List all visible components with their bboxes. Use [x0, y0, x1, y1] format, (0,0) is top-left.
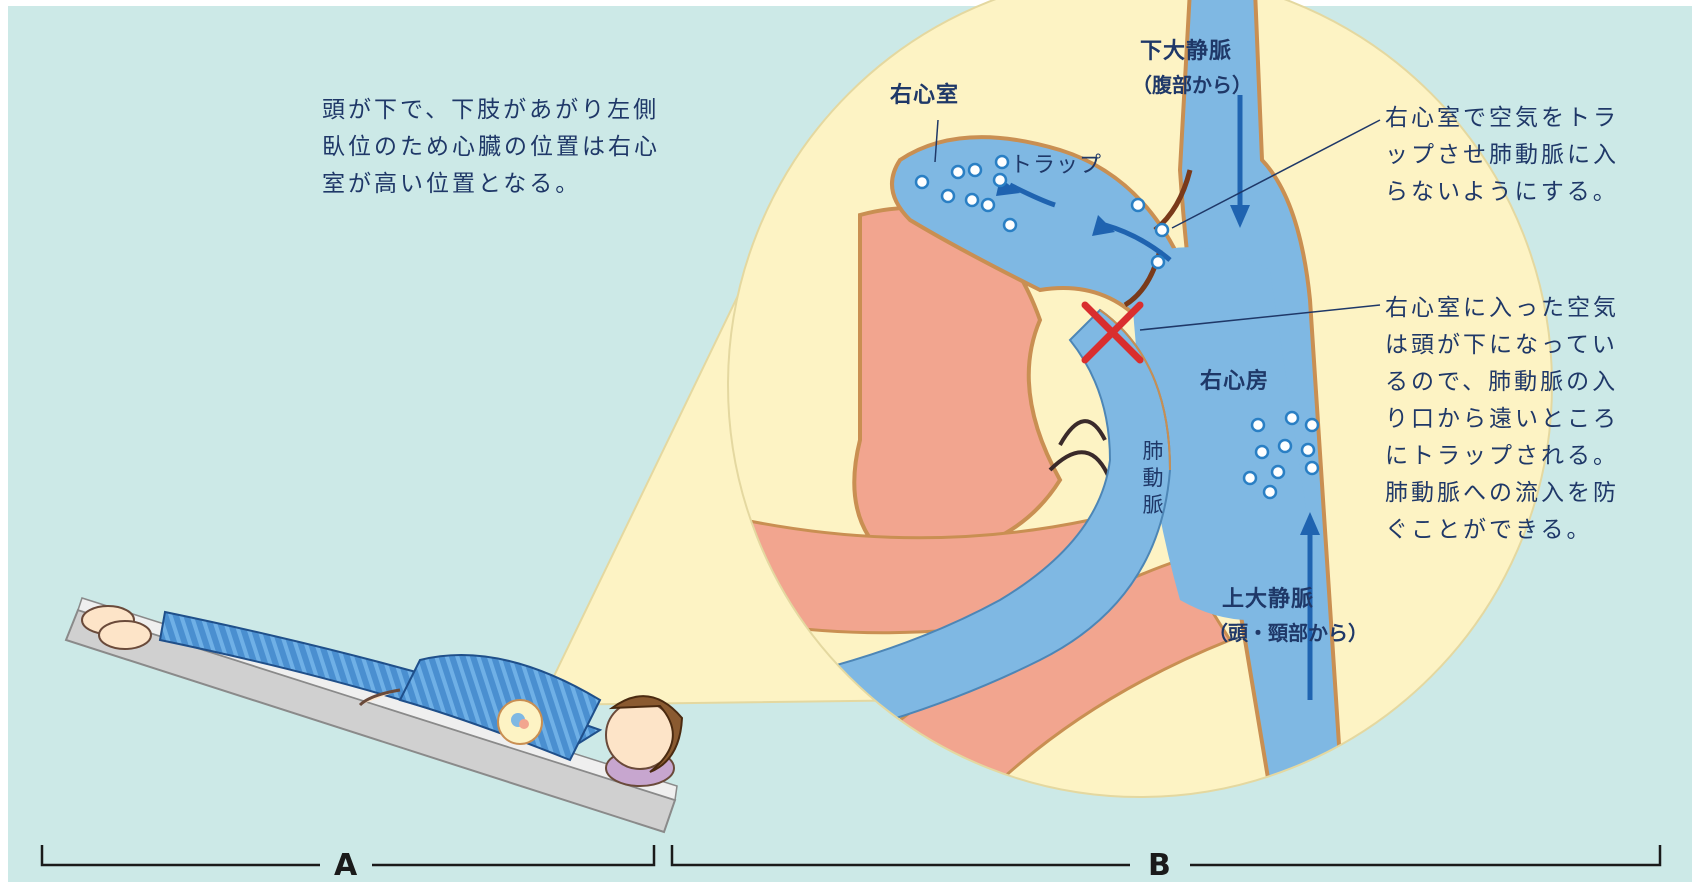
- section-label-b: B: [1148, 848, 1171, 883]
- label-right-atrium: 右心房: [1200, 369, 1270, 394]
- leader-lines: [934, 119, 1381, 331]
- air-bubbles: [914, 154, 1320, 500]
- label-svc-sub: （頭・頸部から）: [1208, 621, 1368, 645]
- section-label-a: A: [334, 848, 358, 883]
- label-ivc: 下大静脈: [1140, 39, 1233, 64]
- patient-figure: [81, 605, 684, 787]
- label-ivc-sub: （腹部から）: [1132, 73, 1252, 97]
- note-right-bottom: 右心室に入った空気 は頭が下になってい るので、肺動脈の入 り口から遠いところ …: [1385, 295, 1619, 543]
- label-svc: 上大静脈: [1222, 587, 1315, 612]
- bracket-b: [670, 845, 1662, 867]
- note-right-top: 右心室で空気をトラ ップさせ肺動脈に入 らないようにする。: [1385, 105, 1619, 205]
- label-trap: トラップ: [1010, 153, 1103, 178]
- label-pulmonary-artery: 肺 動 脈: [1142, 439, 1164, 517]
- note-left: 頭が下で、下肢があがり左側 臥位のため心臓の位置は右心 室が高い位置となる。: [322, 97, 660, 197]
- flow-arrows: [1008, 95, 1313, 700]
- label-right-ventricle: 右心室: [890, 83, 960, 108]
- right-ventricle: [890, 135, 1183, 324]
- right-atrium: [1130, 247, 1320, 620]
- bracket-a: [40, 845, 656, 867]
- blocked-mark: [1081, 301, 1144, 364]
